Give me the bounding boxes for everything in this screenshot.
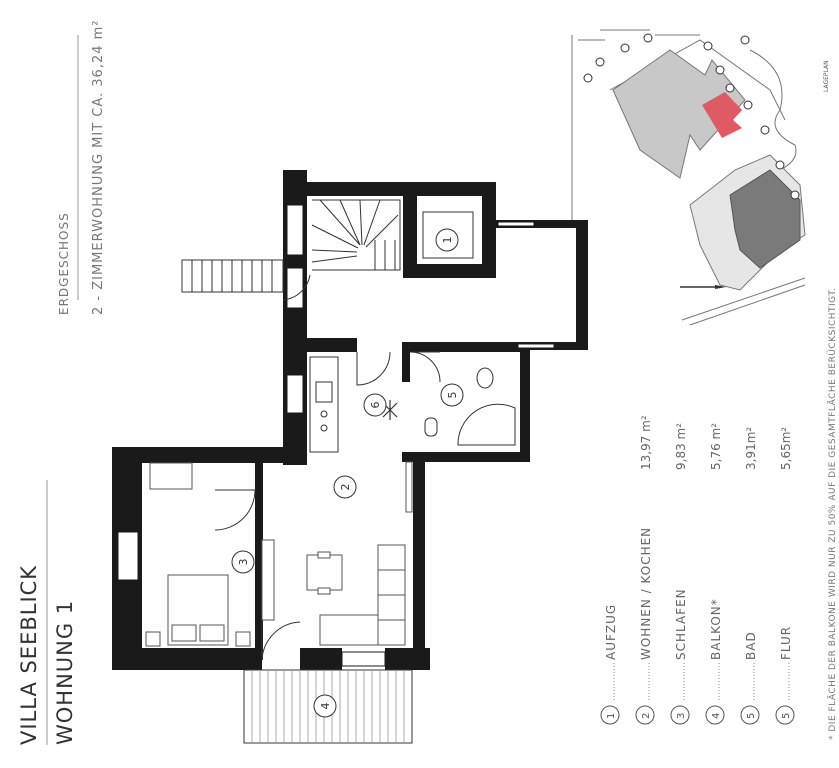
legend-row: 4 BALKON* 5,76 m²	[705, 423, 725, 725]
legend-number: 4	[711, 713, 722, 719]
window-bump-bottom	[517, 343, 555, 349]
door-bath	[409, 351, 441, 383]
living-furniture	[261, 461, 413, 646]
legend-row: 3 SCHLAFEN 9,83 m²	[670, 423, 690, 725]
floor-description: 2 - ZIMMERWOHNUNG MIT CA. 36,24 m²	[91, 19, 106, 315]
doors	[214, 274, 441, 661]
wardrobe-icon	[149, 462, 193, 490]
room-marker-label: 4	[319, 703, 332, 710]
wall-stair-elevator	[403, 196, 417, 276]
legend-row: 5 FLUR 5,65m²	[775, 427, 795, 725]
window-bedroom	[117, 531, 139, 581]
door-hall	[356, 351, 391, 386]
room-marker-5: 5	[440, 383, 464, 407]
window-left-3	[286, 374, 304, 414]
wall-bottom-mid	[300, 648, 342, 670]
wall-bath-left	[402, 342, 410, 382]
legend-room-area: 13,97 m²	[639, 415, 653, 470]
window-left-2	[286, 267, 304, 309]
washbasin-icon	[476, 367, 494, 389]
wall-right-stair	[482, 182, 496, 278]
wall-bath-top	[402, 342, 530, 352]
legend-room-name: BAD	[744, 631, 758, 660]
staircase	[311, 199, 401, 271]
door-entrance	[282, 274, 311, 301]
title-block: VILLA SEEBLICK WOHNUNG 1	[17, 480, 77, 745]
kitchen	[309, 356, 339, 453]
window-bottom	[341, 651, 386, 667]
bathroom-fixtures	[424, 367, 516, 446]
toilet-icon	[424, 417, 438, 437]
wall-living-right	[413, 452, 425, 652]
site-highlight-unit	[702, 92, 742, 138]
room-marker-label: 5	[446, 392, 459, 399]
wall-bedroom-bottom	[112, 648, 262, 670]
wall-bedroom-right	[255, 460, 263, 660]
room-markers: 1 2 3 4 5 6	[231, 228, 464, 718]
wall-top-upper	[283, 182, 496, 196]
legend-number-circle	[775, 705, 795, 725]
room-marker-1: 1	[435, 228, 459, 252]
room-marker-3: 3	[231, 550, 255, 574]
site-building-3	[729, 169, 801, 269]
room-marker-2: 2	[333, 475, 357, 499]
room-marker-label: 1	[441, 237, 454, 244]
legend-number: 5	[781, 713, 792, 719]
unit-title: WOHNUNG 1	[53, 600, 77, 745]
legend-number: 5	[746, 713, 757, 719]
legend-row: 1 AUFZUG	[600, 604, 620, 725]
legend-number: 3	[676, 713, 687, 719]
site-trees	[583, 33, 800, 200]
window-left-1	[286, 204, 304, 256]
balcony-footnote: * DIE FLÄCHE DER BALKONE WIRD NUR ZU 50%…	[827, 287, 838, 740]
wall-bedroom-top	[112, 447, 307, 463]
legend-room-area: 9,83 m²	[674, 423, 688, 470]
table-icon	[306, 554, 343, 591]
exterior-stair	[181, 259, 284, 293]
legend-room-area: 5,76 m²	[709, 423, 723, 470]
room-marker-6: 6	[363, 393, 387, 417]
sink-icon	[315, 381, 333, 403]
legend-room-area: 5,65m²	[779, 427, 793, 470]
door-balcony	[261, 620, 301, 661]
room-marker-4: 4	[313, 694, 337, 718]
legend-room-area: 3,91m²	[744, 427, 758, 470]
legend-number: 2	[641, 713, 652, 719]
site-plan: LAGEPLAN	[571, 29, 830, 326]
wall-bath-bottom	[402, 452, 530, 462]
wall-hall-top-left	[307, 338, 357, 352]
room-marker-label: 2	[339, 484, 352, 491]
site-plan-label: LAGEPLAN	[823, 60, 830, 92]
legend-row: 5 BAD 3,91m²	[740, 427, 760, 725]
room-marker-label: 3	[237, 559, 250, 566]
legend-room-name: FLUR	[779, 626, 793, 660]
shower-icon	[457, 403, 516, 446]
legend-number-circle	[600, 705, 620, 725]
legend-number-circle	[635, 705, 655, 725]
project-title: VILLA SEEBLICK	[17, 565, 41, 745]
door-bedroom	[214, 489, 256, 531]
legend-number: 1	[606, 713, 617, 719]
legend-number-circle	[740, 705, 760, 725]
room-legend: 1 AUFZUG 2 WOHNEN / KOCHEN 13,97 m² 3 SCHLAFEN…	[600, 415, 795, 725]
shelf-icon	[261, 539, 275, 621]
legend-room-name: BALKON*	[709, 598, 723, 660]
legend-room-name: SCHLAFEN	[674, 588, 688, 660]
legend-room-name: WOHNEN / KOCHEN	[639, 527, 653, 660]
bedroom-furniture	[145, 462, 251, 647]
room-marker-label: 6	[369, 402, 382, 409]
legend-room-name: AUFZUG	[604, 604, 618, 660]
legend-row: 2 WOHNEN / KOCHEN 13,97 m²	[635, 415, 655, 725]
wall-elevator-bottom	[403, 264, 496, 278]
window-bump-top	[497, 221, 535, 227]
legend-number-circle	[705, 705, 725, 725]
wall-bump-top	[496, 220, 586, 228]
legend-number-circle	[670, 705, 690, 725]
wall-bump-right	[576, 220, 588, 350]
wall-bottom-right	[385, 648, 430, 670]
floor-info: ERDGESCHOSS 2 - ZIMMERWOHNUNG MIT CA. 36…	[57, 19, 106, 315]
wall-bath-right	[520, 342, 530, 452]
floor-level: ERDGESCHOSS	[57, 212, 71, 315]
